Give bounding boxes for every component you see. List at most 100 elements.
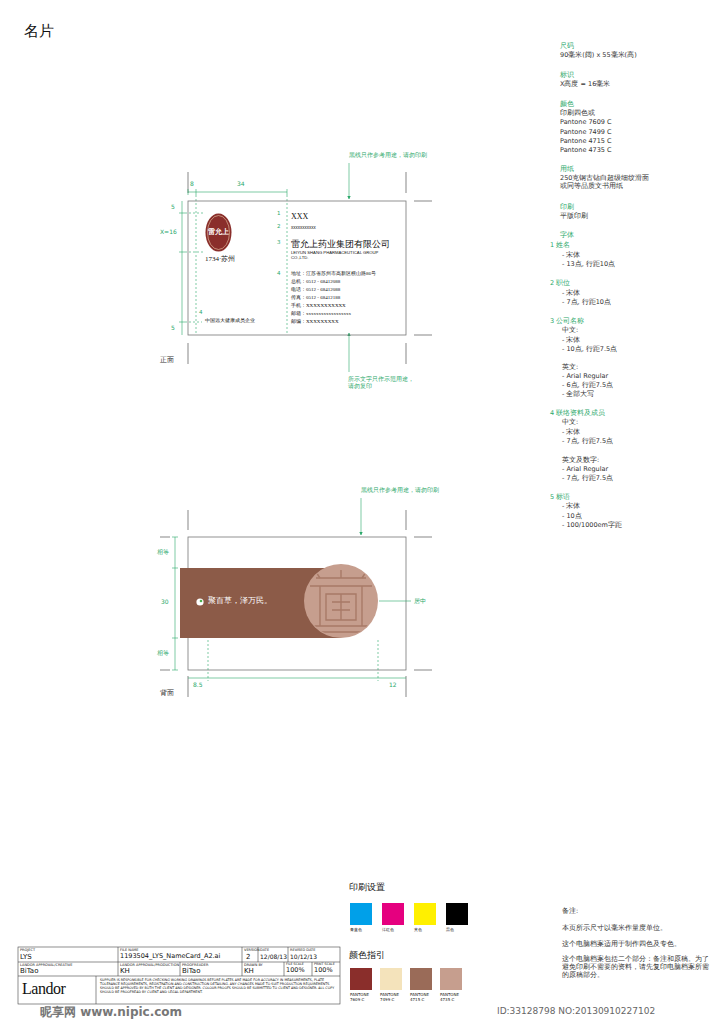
node-text: 1734·苏州 [205, 255, 235, 263]
dimension-note: 黑线只作参考用途，请勿印刷 [349, 151, 427, 158]
spec-text: 平版印刷 [560, 213, 588, 221]
title-block-cell: 12/08/13 [260, 953, 287, 960]
title-block-cell: DRAWN BY [244, 963, 263, 967]
spec-text: - 7点, 行距10点 [562, 299, 611, 307]
dimension-note: 相等 [157, 548, 169, 555]
spec-text: Pantone 4735 C [560, 147, 612, 155]
note-text: 备注: [562, 908, 578, 916]
spec-text: 5 标语 [550, 494, 570, 502]
spec-text: Pantone 4715 C [560, 138, 612, 146]
spec-text: 颜色 [560, 101, 574, 109]
dimension-guides [172, 163, 411, 681]
dimension-note: 印刷设置 [349, 882, 385, 893]
spec-text: - 7点, 行距7.5点 [562, 438, 613, 446]
dimension-note: X=16 [160, 228, 177, 235]
spec-text: 标识 [560, 72, 574, 80]
color-swatch [410, 968, 432, 990]
dimension-note: 2 [277, 223, 281, 230]
title-block-cell: Landor [22, 979, 65, 998]
spec-text: Pantone 7609 C [560, 119, 612, 127]
spec-text: - 10点, 行距7.5点 [562, 346, 617, 354]
title-block-cell: DATE [260, 948, 269, 952]
node-text: LEIYUN SHANG PHARMACEUTICAL GROUP CO.,LT… [291, 250, 387, 260]
spec-text: - 13点, 行距10点 [562, 261, 615, 269]
color-swatch [350, 903, 372, 925]
swatch-label: 黑色 [446, 928, 473, 933]
title-block-cell: KH [244, 967, 254, 975]
node-text: 手机：XXXXXXXXXXX [291, 303, 346, 309]
spec-text: 90毫米(阔) x 55毫米(高) [560, 52, 637, 60]
dimension-note: 正面 [160, 356, 174, 364]
swatch-label: 洋红色 [382, 928, 409, 933]
dimension-note: 1 [277, 210, 281, 217]
spec-text: 用纸 [560, 166, 574, 174]
spec-text: 1 姓名 [550, 242, 570, 250]
node-text: 聚百草，泽万民。 [208, 596, 272, 606]
dimension-note: 30 [161, 598, 169, 605]
swatch-label: PANTONE 4715 C [410, 993, 437, 1003]
dimension-note: 34 [237, 180, 245, 187]
logo-seal: 雷允上 [205, 213, 232, 252]
spec-text: - 6点, 行距7.5点 [562, 382, 613, 390]
title-block-cell: 1193504_LYS_NameCard_A2.ai [120, 953, 220, 961]
spec-text: - 7点, 行距7.5点 [562, 475, 613, 483]
title-block-cell: SUPPLIER IS RESPONSIBLE FOR CHECKING WOR… [100, 979, 336, 995]
spec-text: - 宋体 [562, 337, 580, 345]
spec-text: 英文及数字: [562, 457, 599, 465]
spec-text: - 10点 [562, 513, 582, 521]
color-swatch [414, 903, 436, 925]
note-text: 本页所示尺寸以毫米作量度单位。 [562, 925, 667, 933]
node-text: xxxxxxxxxxx [291, 225, 316, 230]
watermark: 昵享网 www.nipic.com [40, 1005, 182, 1019]
dimension-note: 3 [277, 239, 281, 246]
title-block-cell: 10/12/13 [290, 953, 317, 960]
swatch-label: 黄色 [414, 928, 441, 933]
title-block-cell: VERSION [244, 948, 260, 952]
dimension-note: 5 [171, 324, 175, 331]
title-block-cell: REVISED DATE [290, 948, 315, 952]
spec-text: 英文: [562, 364, 578, 372]
title-block-cell: LANDOR APPROVAL/PRODUCTION [120, 963, 179, 967]
spec-text: 2 职位 [550, 280, 570, 288]
node-text: 邮箱：xxxxxxxxxxxxxxxxxx [291, 311, 351, 317]
card-front: XXXxxxxxxxxxxx雷允上药业集团有限公司LEIYUN SHANG PH… [188, 201, 406, 335]
node-text: 雷允上药业集团有限公司 [291, 239, 390, 249]
dimension-note: 4 [199, 309, 203, 316]
title-block-cell: PROJECT [20, 948, 35, 952]
spec-text: - 宋体 [562, 429, 580, 437]
spec-text: - 全部大写 [562, 391, 594, 399]
spec-text: 中文: [562, 419, 578, 427]
node-text: 总机：0512 - 68412088 [291, 279, 340, 285]
swatch-label: PANTONE 7499 C [380, 993, 407, 1003]
title-block-cell: BiTao [182, 967, 200, 975]
title-block-cell: 100% [286, 967, 305, 975]
note-text: 这个电脑档案适用于制作四色及专色。 [562, 941, 681, 949]
color-swatch [446, 903, 468, 925]
dimension-note: 5 [171, 203, 175, 210]
spec-text: 250克钢古钻白超级细纹滑面 或同等品质文书用纸 [560, 175, 660, 191]
spec-text: - 100/1000em字距 [562, 522, 622, 530]
title-block-cell: BiTao [20, 967, 38, 975]
note-text: 这个电脑档案包括二个部分：备注和原稿。为了避免印刷不需要的资料，请先复印电脑档案… [562, 956, 712, 979]
dimension-note: 相等 [157, 649, 169, 656]
dimension-note: 居中 [414, 597, 426, 604]
title-block [18, 947, 340, 1004]
page-title: 名片 [24, 22, 54, 40]
spec-text: - Arial Regular [562, 466, 608, 474]
spec-text: Pantone 7499 C [560, 129, 612, 137]
spec-text: 4 联络资料及成员 [550, 410, 605, 418]
dimension-note: 颜色指引 [349, 950, 385, 961]
title-block-cell: 2 [246, 953, 250, 961]
node-text: 中国远大健康成员企业 [205, 318, 255, 324]
title-block-cell: LYS [20, 953, 32, 961]
spec-text: 3 公司名称 [550, 318, 584, 326]
spec-text: - Arial Regular [562, 373, 608, 381]
card-outline [188, 201, 406, 335]
node-text: 邮编：XXXXXXXXX [291, 319, 339, 325]
title-block-cell: FILE NAME [120, 948, 139, 952]
node-text: 雷允上 [208, 228, 229, 236]
title-block-cell: LANDOR APPROVAL/CREATIVE [20, 963, 72, 967]
slogan-band: 聚百草，泽万民。 [180, 564, 378, 638]
spec-text: 印刷四色或 [560, 110, 595, 118]
spec-text: 印刷 [560, 204, 574, 212]
